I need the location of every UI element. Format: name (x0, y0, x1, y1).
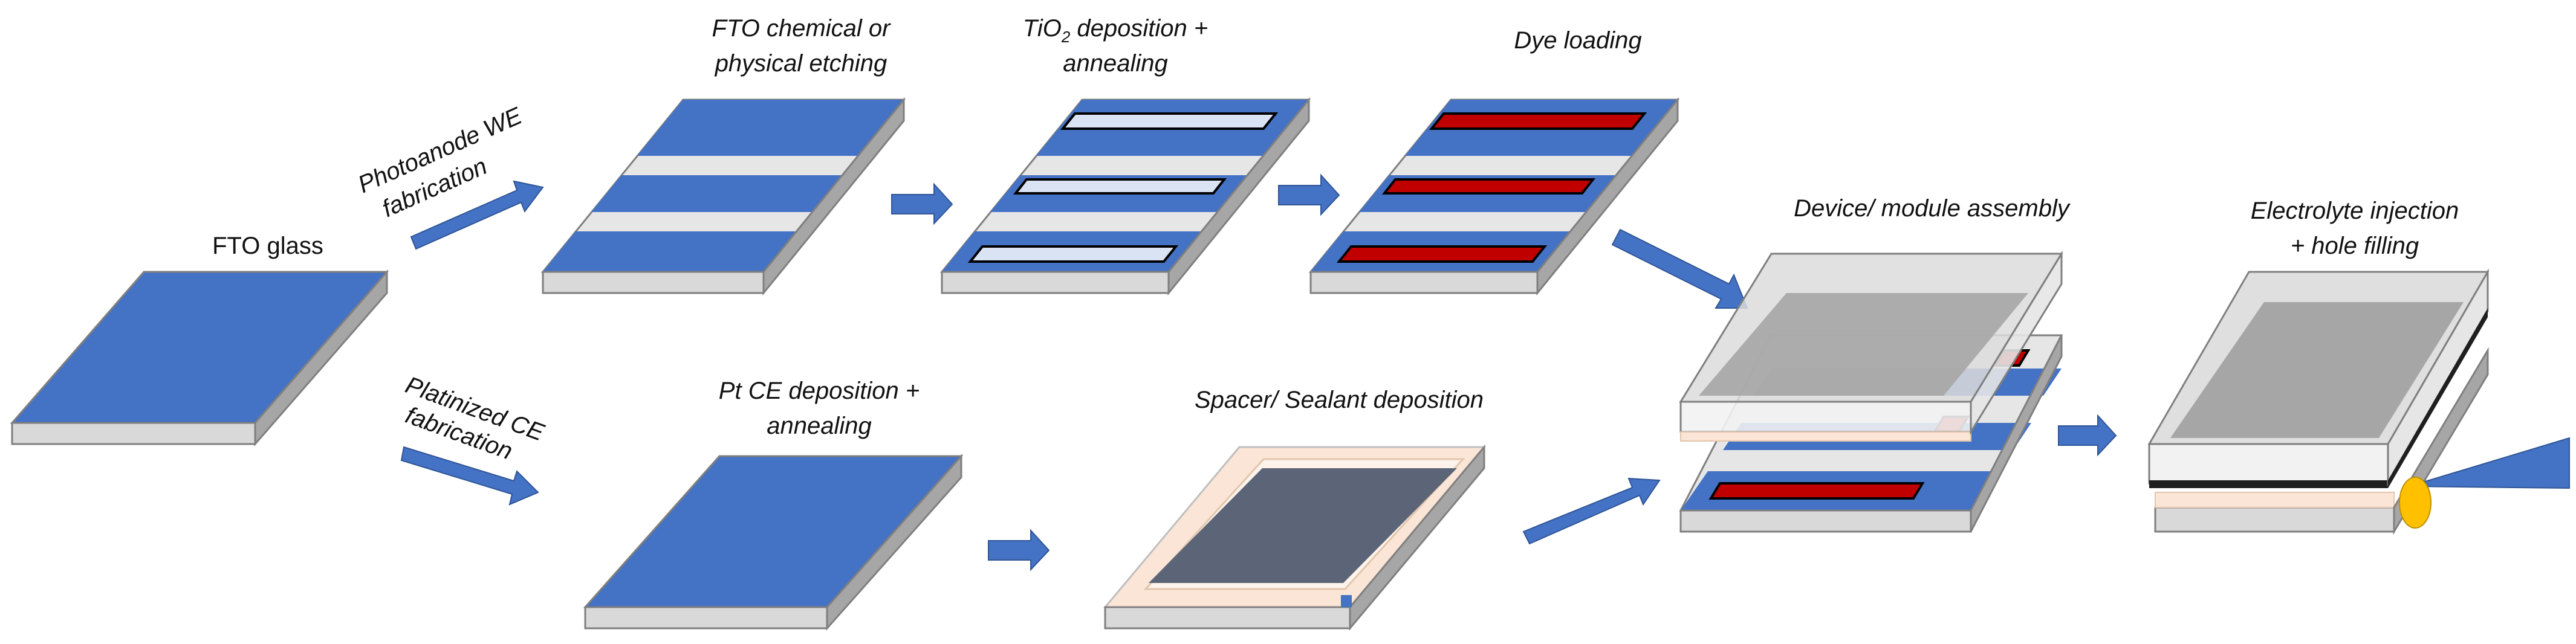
label-platinized: Platinized CE fabrication (402, 372, 548, 465)
svg-text:annealing: annealing (1063, 50, 1168, 77)
arrow-step-3 (988, 529, 1050, 572)
label-tio2: TiO2 deposition + annealing (1023, 15, 1209, 77)
label-device: Device/ module assembly (1794, 195, 2071, 222)
label-electrolyte-1: Electrolyte injection (2251, 198, 2459, 224)
electrolyte-drop (2399, 477, 2432, 529)
arrow-platinized (400, 446, 539, 506)
label-dye: Dye loading (1514, 27, 1641, 54)
label-etching-1: FTO chemical or (712, 15, 892, 42)
spacer-substrate (1103, 444, 1487, 631)
device-assembly (1679, 250, 2063, 533)
arrow-step-1 (891, 182, 953, 225)
label-fto-glass: FTO glass (212, 233, 323, 259)
svg-text:TiO2 deposition +: TiO2 deposition + (1023, 15, 1209, 46)
label-pt-1: Pt CE deposition + (719, 378, 920, 404)
tio2-substrate (939, 97, 1311, 296)
label-spacer: Spacer/ Sealant deposition (1195, 387, 1484, 413)
label-electrolyte-2: + hole filling (2291, 233, 2419, 259)
injection-needle (2409, 437, 2570, 489)
fto-glass-substrate (10, 269, 389, 447)
pt-ce-substrate (583, 454, 964, 631)
etched-fto-substrate (540, 97, 906, 296)
arrow-step-2 (1278, 173, 1340, 216)
label-etching-2: physical etching (715, 50, 887, 77)
arrow-step-4 (2058, 414, 2117, 457)
arrow-to-device-top (1611, 228, 1748, 309)
label-pt-2: annealing (767, 413, 872, 439)
arrow-to-device-bottom (1522, 477, 1661, 545)
dye-substrate (1308, 97, 1680, 296)
final-cell (2147, 268, 2490, 535)
arrow-photoanode (410, 180, 544, 250)
